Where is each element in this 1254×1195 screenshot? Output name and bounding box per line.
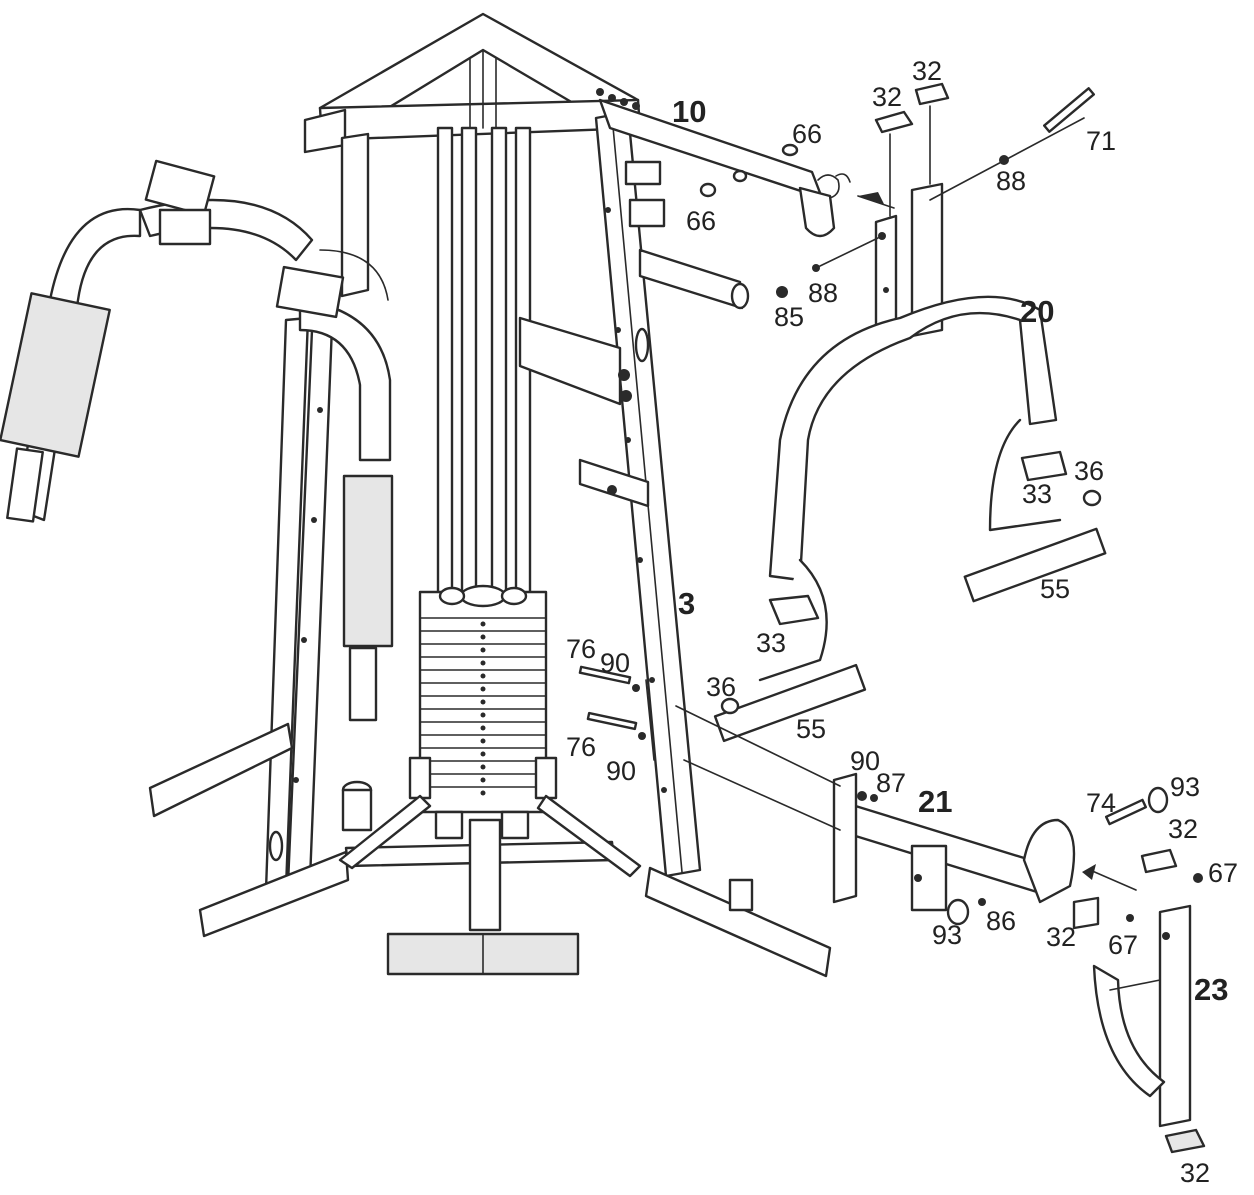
part-label-p76b: 76 (566, 732, 596, 762)
part-label-p32e: 32 (1180, 1158, 1210, 1188)
part-label-p32a: 32 (872, 82, 902, 112)
weight-plate-hole (480, 699, 486, 705)
part-label-p93b: 93 (932, 920, 962, 950)
part-label-p86: 86 (986, 906, 1016, 936)
part-label-p36a: 36 (1074, 456, 1104, 486)
top-frame-triangle (303, 12, 642, 154)
part-label-p32c: 32 (1168, 814, 1198, 844)
weight-plate-hole (480, 621, 486, 627)
part-label-p71: 71 (1086, 126, 1116, 156)
part-label-p87: 87 (876, 768, 906, 798)
top-arm-10 (596, 88, 851, 238)
left-frame (148, 316, 350, 938)
part-label-p3: 3 (678, 586, 695, 621)
part-label-p74: 74 (1086, 788, 1116, 818)
weight-plate-hole (480, 764, 486, 770)
part-label-p36b: 36 (706, 672, 736, 702)
weight-plate-hole (480, 790, 486, 796)
part-label-p55b: 55 (796, 714, 826, 744)
part-label-p21: 21 (918, 784, 952, 819)
part-label-p67b: 67 (1108, 930, 1138, 960)
center-upright-3 (518, 110, 750, 878)
part-label-p23: 23 (1194, 972, 1228, 1007)
part-label-p32d: 32 (1046, 922, 1076, 952)
weight-plate-hole (480, 686, 486, 692)
weight-plate-hole (480, 738, 486, 744)
part-label-p76a: 76 (566, 634, 596, 664)
arm-20-assembly (713, 82, 1107, 743)
guide-rods (436, 126, 532, 600)
attachment-arm-21 (675, 705, 1169, 930)
base-frame (338, 780, 832, 978)
part-label-p33a: 33 (1022, 479, 1052, 509)
stand-23 (1092, 848, 1206, 1154)
part-label-p85: 85 (774, 302, 804, 332)
part-label-p55a: 55 (1040, 574, 1070, 604)
part-label-p32b: 32 (912, 56, 942, 86)
part-label-p90c: 90 (850, 746, 880, 776)
part-label-p90a: 90 (600, 648, 630, 678)
part-label-p88a: 88 (996, 166, 1026, 196)
weight-stack (408, 584, 558, 840)
weight-plate-hole (480, 660, 486, 666)
part-label-p67a: 67 (1208, 858, 1238, 888)
weight-plate-hole (480, 777, 486, 783)
weight-plate-hole (480, 634, 486, 640)
weight-plate-hole (480, 712, 486, 718)
pec-deck-arms (0, 159, 394, 722)
weight-plate-hole (480, 751, 486, 757)
part-label-p10: 10 (672, 94, 706, 129)
part-label-p66a: 66 (792, 119, 822, 149)
part-label-p90b: 90 (606, 756, 636, 786)
part-label-p88b: 88 (808, 278, 838, 308)
weight-plate-hole (480, 647, 486, 653)
part-label-p66b: 66 (686, 206, 716, 236)
weight-plate-hole (480, 673, 486, 679)
part-label-p33b: 33 (756, 628, 786, 658)
left-rear-upright (340, 132, 370, 298)
part-label-p93a: 93 (1170, 772, 1200, 802)
pins-76 (578, 665, 655, 761)
part-label-p20: 20 (1020, 294, 1054, 329)
weight-plate-hole (480, 725, 486, 731)
